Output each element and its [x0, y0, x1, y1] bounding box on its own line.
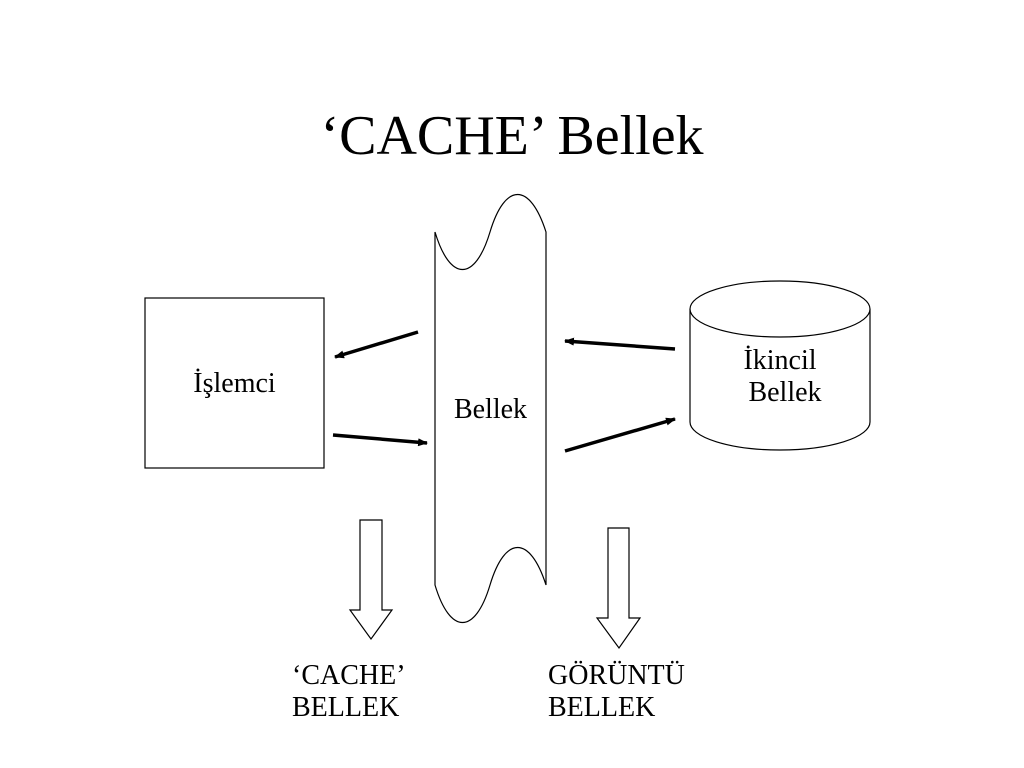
processor-box — [144, 297, 325, 469]
memory-tape-shape — [434, 193, 547, 624]
display-memory-label: GÖRÜNTÜ BELLEK — [548, 660, 685, 724]
down-arrow-display — [595, 527, 642, 650]
secondary-memory-label-line1: İkincil — [743, 345, 817, 376]
cache-memory-label-line2: BELLEK — [292, 692, 400, 723]
slide-title: ‘CACHE’ Bellek — [320, 105, 704, 167]
arrow-secondary-to-memory — [564, 337, 676, 351]
memory-label: Bellek — [453, 394, 528, 425]
cache-memory-label: ‘CACHE’ BELLEK — [292, 660, 406, 724]
processor-label: İşlemci — [193, 368, 276, 399]
down-arrow-cache — [348, 519, 394, 641]
arrow-memory-to-processor — [334, 330, 419, 359]
display-memory-label-line2: BELLEK — [548, 692, 656, 723]
arrow-processor-to-memory — [332, 433, 428, 447]
display-memory-label-line1: GÖRÜNTÜ — [548, 660, 685, 691]
secondary-memory-label: İkincil Bellek — [715, 345, 845, 409]
secondary-memory-label-line2: Bellek — [748, 377, 822, 408]
arrow-memory-to-secondary — [564, 417, 676, 453]
cache-memory-label-line1: ‘CACHE’ — [292, 660, 406, 691]
secondary-memory-cylinder — [689, 280, 871, 451]
